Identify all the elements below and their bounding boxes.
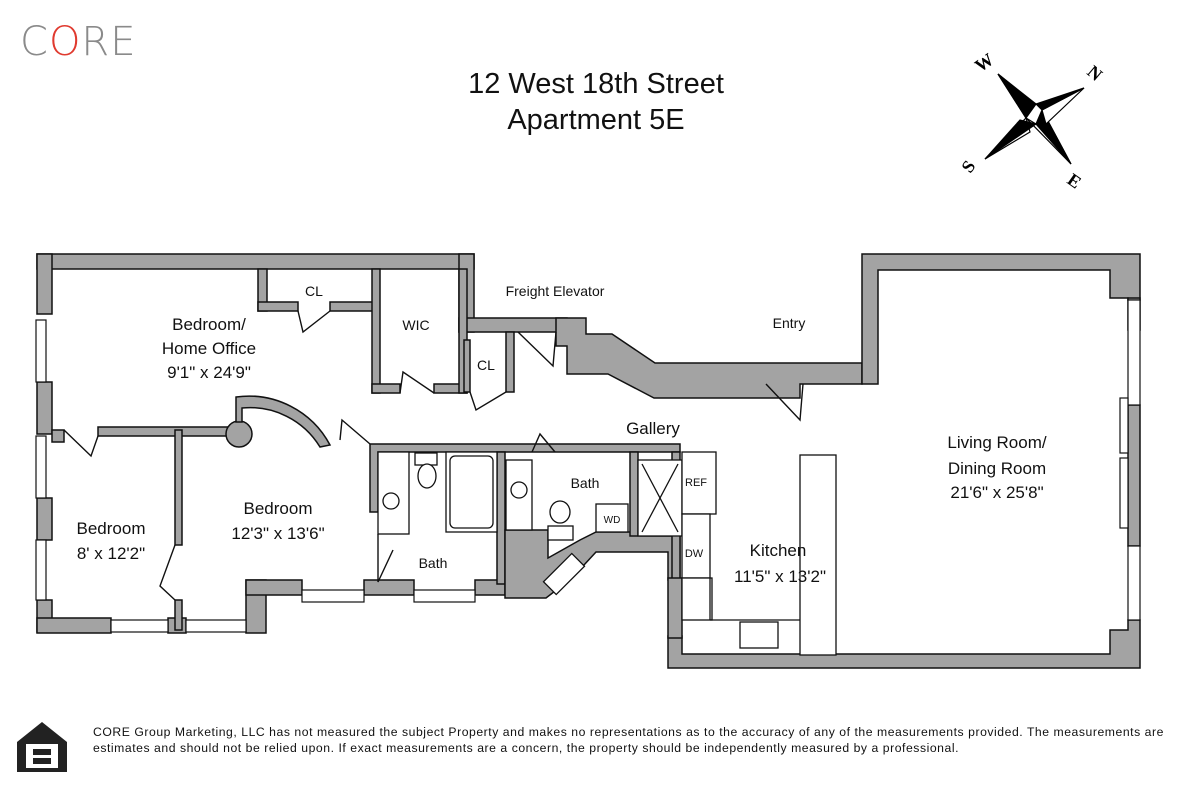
- room-living-size: 21'6" x 25'8": [950, 483, 1043, 502]
- room-bedroom-office-name1: Bedroom/: [172, 315, 246, 334]
- room-bedroom-mid-size: 12'3" x 13'6": [231, 524, 324, 543]
- room-bedroom-office-name2: Home Office: [162, 339, 256, 358]
- logo-letter-o: O: [48, 19, 82, 65]
- compass-rose-icon: W N S E: [957, 49, 1106, 192]
- address-line: 12 West 18th Street: [468, 68, 724, 100]
- room-gallery: Gallery: [626, 419, 680, 438]
- room-freight-elevator: Freight Elevator: [506, 283, 605, 299]
- appliance-washer-dryer: WD: [604, 515, 621, 526]
- core-logo: CORE: [20, 22, 137, 62]
- room-entry: Entry: [773, 315, 806, 331]
- equal-housing-icon: [17, 722, 67, 772]
- room-bedroom-office-size: 9'1" x 24'9": [167, 363, 251, 382]
- disclaimer-text: CORE Group Marketing, LLC has not measur…: [93, 725, 1164, 755]
- logo-letter-c: C: [20, 19, 49, 65]
- apartment-line: Apartment 5E: [507, 104, 685, 136]
- room-bath-2: Bath: [571, 475, 600, 491]
- room-kitchen-name: Kitchen: [750, 541, 807, 560]
- room-bath-1: Bath: [419, 555, 448, 571]
- room-living-name2: Dining Room: [948, 459, 1046, 478]
- room-closet-1: CL: [305, 283, 323, 299]
- logo-letters-re: RE: [81, 19, 137, 65]
- room-bedroom-small-size: 8' x 12'2": [77, 544, 145, 563]
- page-title: 12 West 18th Street Apartment 5E: [400, 66, 792, 138]
- appliance-dishwasher: DW: [685, 548, 704, 560]
- room-living-name1: Living Room/: [947, 433, 1046, 452]
- room-closet-2: CL: [477, 357, 495, 373]
- room-bedroom-mid-name: Bedroom: [244, 499, 313, 518]
- room-wic: WIC: [402, 317, 429, 333]
- appliance-refrigerator: REF: [685, 477, 707, 489]
- room-bedroom-small-name: Bedroom: [77, 519, 146, 538]
- room-kitchen-size: 11'5" x 13'2": [734, 567, 826, 586]
